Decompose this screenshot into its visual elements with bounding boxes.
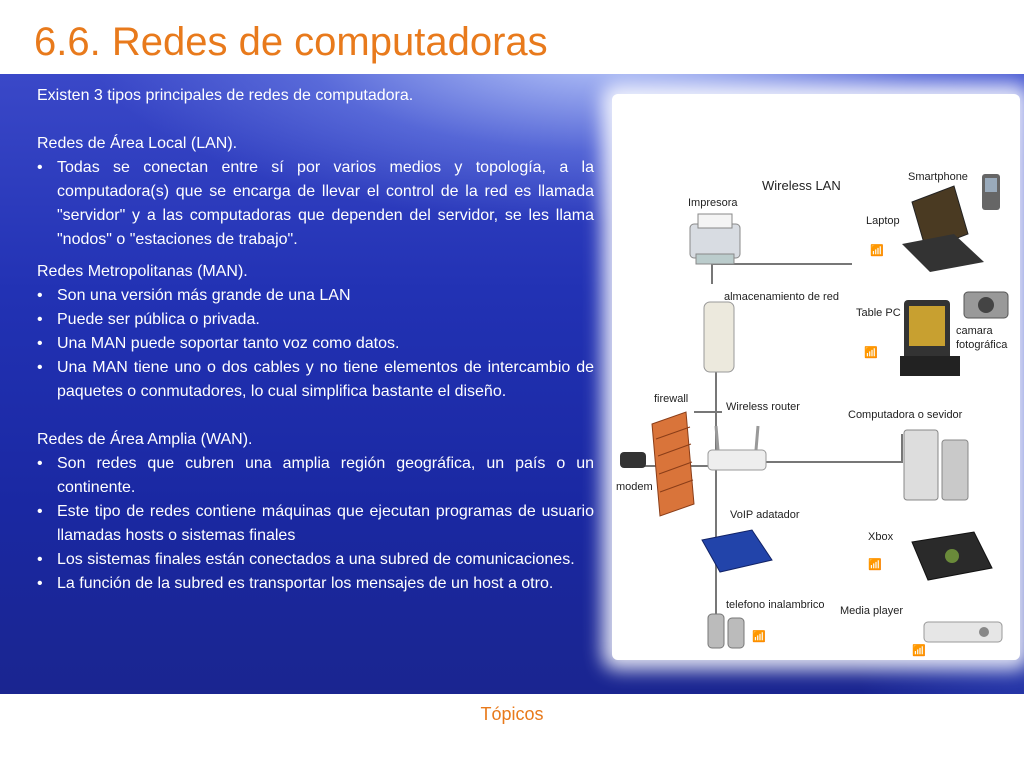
media-player-icon	[923, 621, 1003, 643]
label-laptop: Laptop	[866, 215, 900, 227]
man-bullet: Son una versión más grande de una LAN	[37, 284, 594, 308]
wireless-router-icon	[707, 425, 767, 471]
label-firewall: firewall	[654, 393, 688, 405]
printer-icon	[689, 213, 741, 265]
label-wireless-router: Wireless router	[726, 401, 800, 413]
label-wireless-lan: Wireless LAN	[762, 178, 841, 193]
label-computadora: Computadora o sevidor	[848, 409, 963, 421]
label-camara: camara	[956, 325, 994, 337]
network-diagram-svg: Wireless LAN Smartphone Impresora Laptop…	[616, 171, 1009, 657]
tablet-pc-icon	[900, 300, 960, 376]
label-voip: VoIP adatador	[730, 509, 800, 521]
signal-icon: 📶	[870, 244, 884, 257]
laptop-icon	[902, 185, 984, 272]
man-bullet: Una MAN tiene uno o dos cables y no tien…	[37, 356, 594, 404]
man-heading: Redes Metropolitanas (MAN).	[37, 263, 248, 280]
label-impresora: Impresora	[688, 197, 738, 209]
label-almacenamiento: almacenamiento de red	[724, 291, 839, 303]
smartphone-icon	[982, 174, 1000, 210]
wan-bullet: Son redes que cubren una amplia región g…	[37, 452, 594, 500]
firewall-icon	[651, 411, 695, 517]
camera-icon	[963, 291, 1009, 319]
slide-title: 6.6. Redes de computadoras	[34, 20, 548, 64]
man-bullet: Puede ser pública o privada.	[37, 308, 594, 332]
storage-icon	[703, 301, 735, 373]
signal-icon: 📶	[752, 630, 766, 643]
slide-text: Existen 3 tipos principales de redes de …	[37, 84, 594, 596]
lan-bullet: Todas se conectan entre sí por varios me…	[37, 156, 594, 252]
voip-adapter-icon	[701, 529, 773, 573]
wan-bullet: La función de la subred es transportar l…	[37, 572, 594, 596]
wan-bullet: Este tipo de redes contiene máquinas que…	[37, 500, 594, 548]
man-bullet: Una MAN puede soportar tanto voz como da…	[37, 332, 594, 356]
signal-icon: 📶	[912, 644, 926, 657]
label-media-player: Media player	[840, 605, 903, 617]
cordless-phone-icon	[707, 613, 745, 649]
modem-icon	[620, 452, 646, 468]
label-fotografica: fotográfica	[956, 339, 1008, 351]
label-xbox: Xbox	[868, 531, 894, 543]
wan-heading: Redes de Área Amplia (WAN).	[37, 431, 253, 448]
intro-text: Existen 3 tipos principales de redes de …	[37, 87, 414, 104]
label-smartphone: Smartphone	[908, 171, 968, 183]
label-telefono: telefono inalambrico	[726, 599, 824, 611]
slide-footer: Tópicos	[480, 704, 544, 724]
label-modem: modem	[616, 481, 653, 493]
network-diagram: Wireless LAN Smartphone Impresora Laptop…	[612, 94, 1020, 660]
signal-icon: 📶	[868, 558, 882, 571]
wan-bullet: Los sistemas finales están conectados a …	[37, 548, 594, 572]
signal-icon: 📶	[864, 346, 878, 359]
label-table-pc: Table PC	[856, 307, 901, 319]
lan-heading: Redes de Área Local (LAN).	[37, 135, 238, 152]
computer-icon	[903, 429, 969, 501]
xbox-icon	[911, 531, 993, 581]
